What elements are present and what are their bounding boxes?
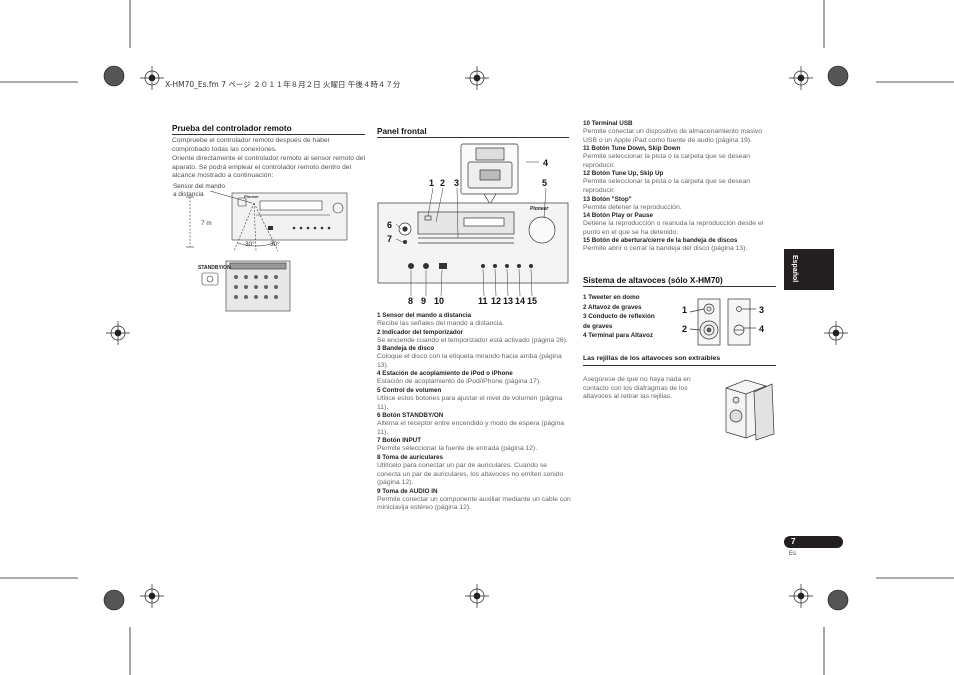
callout-9: 9 — [421, 296, 427, 306]
angle-right-label: 30° — [270, 241, 280, 248]
remote-range-figure — [170, 183, 355, 313]
section-title-speaker-system: Sistema de altavoces (sólo X-HM70) — [583, 276, 723, 285]
speaker-part-list: 1 Tweeter en domo 2 Altavoz de graves 3 … — [583, 293, 693, 341]
section-rule — [583, 286, 776, 287]
callout-12: 12 — [491, 296, 502, 306]
list-item: 15 Botón de abertura/cierre de la bandej… — [583, 237, 748, 253]
callout-10: 10 — [434, 296, 445, 306]
callout-8: 8 — [408, 296, 414, 306]
callout-4: 4 — [543, 158, 549, 168]
remote-sensor-label: Sensor del mando a distancia — [173, 183, 225, 198]
page-number-badge: 7 — [784, 536, 843, 548]
callout-5: 5 — [542, 178, 548, 188]
language-tab-label: Español — [791, 255, 798, 283]
callout-14: 14 — [515, 296, 526, 306]
speaker-figure — [684, 297, 774, 349]
list-item: 4 Estación de acoplamiento de iPod o iPh… — [377, 370, 541, 386]
speaker-callout-1: 1 — [682, 305, 688, 315]
remote-test-paragraph-2: Oriente directamente el controlador remo… — [172, 155, 366, 180]
list-item: 1 Tweeter en domo — [583, 294, 640, 301]
front-panel-brand-logo: Pioneer — [530, 206, 549, 212]
list-item: 3 Conducto de reflexión — [583, 313, 655, 321]
front-panel-figure — [376, 140, 571, 305]
section-title-grilles: Las rejillas de los altavoces son extraí… — [583, 355, 721, 362]
callout-15: 15 — [527, 296, 538, 306]
file-header-line: X-HM70_Es.fm 7 ページ ２０１１年８月２日 火曜日 午後４時４７分 — [165, 80, 401, 89]
grille-note-text: Asegúrese de que no haya nada en contact… — [583, 376, 691, 401]
speaker-callout-3: 3 — [759, 305, 765, 315]
remote-test-paragraph-1: Compruebe el controlador remoto después … — [172, 137, 330, 153]
callout-11: 11 — [478, 296, 488, 306]
unit-brand-logo: Pioneer — [244, 194, 259, 199]
callout-13: 13 — [503, 296, 514, 306]
callout-2: 2 — [440, 178, 446, 188]
standby-on-label: STANDBY/ON — [198, 265, 231, 271]
callout-7: 7 — [387, 234, 393, 244]
section-rule — [583, 365, 776, 366]
callout-1: 1 — [429, 178, 435, 188]
angle-left-label: 30° — [245, 241, 255, 248]
section-title-front-panel: Panel frontal — [377, 127, 427, 136]
list-item: 13 Botón "Stop"Permite detener la reprod… — [583, 195, 682, 211]
list-item: 4 Terminal para Altavoz — [583, 332, 653, 340]
section-rule — [172, 134, 365, 135]
section-rule — [377, 137, 569, 138]
speaker-callout-4: 4 — [759, 324, 765, 334]
page-number: 7 — [791, 537, 796, 546]
speaker-callout-2: 2 — [682, 324, 688, 334]
list-item: 2 Altavoz de graves — [583, 303, 642, 311]
callout-3: 3 — [454, 178, 460, 188]
range-distance-label: 7 m — [201, 220, 212, 227]
callout-6: 6 — [387, 220, 393, 230]
list-item: de graves — [583, 322, 613, 330]
section-title-remote-test: Prueba del controlador remoto — [172, 124, 292, 133]
speaker-grille-figure — [720, 378, 778, 442]
language-side-tab: Español — [784, 249, 834, 290]
page-language-code: Es — [789, 551, 797, 557]
